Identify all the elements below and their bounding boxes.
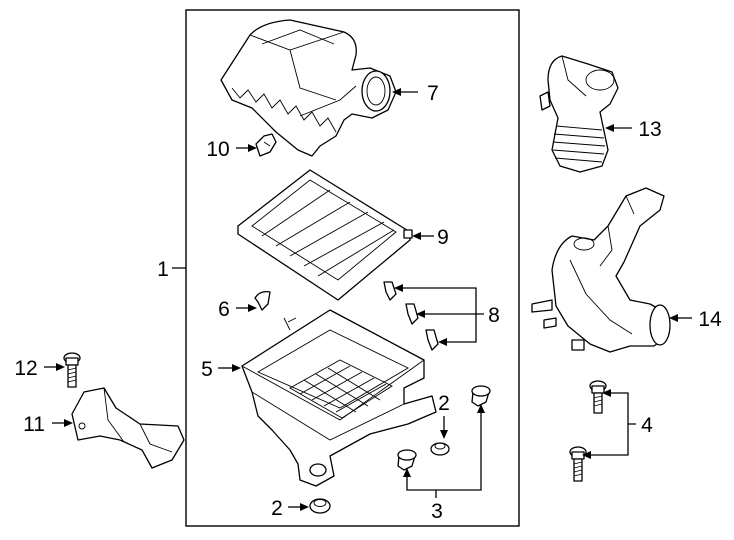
arrow-5 [232, 364, 241, 372]
arrow-4a [602, 389, 611, 397]
leader-8 [400, 287, 484, 343]
arrow-4b [582, 451, 591, 459]
arrow-14 [669, 314, 678, 322]
grommet-upper[interactable] [430, 442, 450, 456]
callout-13: 13 [638, 118, 661, 141]
intake-hose[interactable] [539, 55, 619, 173]
callout-2-lower: 2 [271, 497, 283, 520]
callout-2-upper: 2 [438, 392, 450, 415]
callout-10: 10 [206, 138, 229, 161]
arrow-7 [392, 88, 401, 96]
callout-1: 1 [157, 258, 169, 281]
air-cleaner-housing[interactable] [241, 309, 437, 487]
grommet-lower[interactable] [309, 498, 331, 514]
arrow-3b [477, 404, 485, 413]
insulator-left[interactable] [397, 449, 417, 471]
callout-3: 3 [431, 500, 443, 523]
callout-14: 14 [698, 308, 722, 331]
arrow-9 [412, 232, 421, 240]
air-filter-element[interactable] [237, 169, 413, 301]
bolt-12[interactable] [63, 352, 81, 388]
callout-4: 4 [641, 414, 653, 437]
arrow-8c [438, 338, 447, 346]
arrow-11 [64, 419, 73, 427]
hose-clip[interactable] [254, 290, 271, 311]
bolt-4-lower[interactable] [569, 446, 587, 482]
arrow-13 [605, 124, 614, 132]
leader-4 [588, 392, 636, 456]
callout-5: 5 [201, 358, 213, 381]
leader-3 [406, 410, 482, 498]
arrow-8b [416, 310, 425, 318]
callout-11: 11 [23, 413, 45, 436]
callout-6: 6 [218, 298, 230, 321]
arrow-2b [300, 503, 309, 511]
air-deflector[interactable] [71, 387, 185, 469]
insulator-right[interactable] [471, 385, 491, 407]
retaining-clips[interactable] [383, 281, 439, 351]
callout-7: 7 [427, 82, 439, 105]
outlet-duct[interactable] [531, 187, 671, 353]
bolt-4-upper[interactable] [589, 380, 607, 414]
callout-8: 8 [488, 304, 500, 327]
callout-12: 12 [14, 357, 37, 380]
arrow-6 [248, 304, 257, 312]
air-cleaner-cover[interactable] [220, 19, 397, 157]
arrow-2a [440, 430, 448, 439]
arrow-3a [403, 468, 411, 477]
arrow-10 [248, 144, 257, 152]
callout-9: 9 [437, 226, 449, 249]
cover-clip[interactable] [255, 133, 277, 157]
arrow-12 [56, 363, 65, 371]
arrow-8a [394, 284, 403, 292]
